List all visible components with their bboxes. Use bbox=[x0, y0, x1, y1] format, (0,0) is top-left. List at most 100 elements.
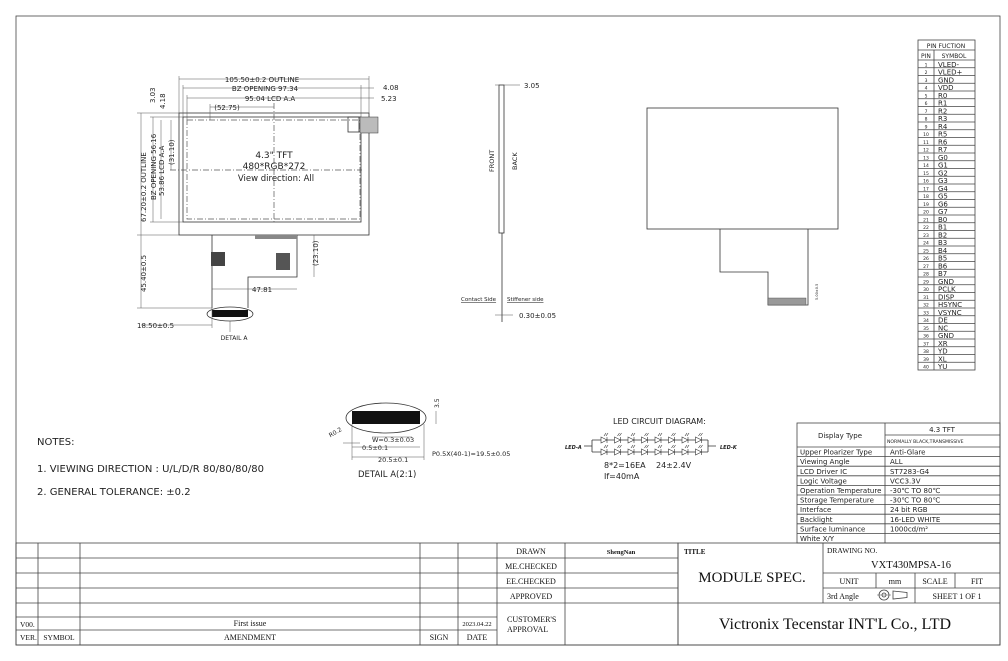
dim-fpc-length: 45.40±0.5 bbox=[140, 255, 148, 292]
detail-a-label: DETAIL A bbox=[221, 335, 249, 342]
title-label: TITLE bbox=[684, 548, 706, 556]
pin-number: 19 bbox=[923, 202, 929, 208]
pin-number: 36 bbox=[923, 334, 929, 340]
led-diode-icon bbox=[641, 432, 649, 444]
pin-symbol: B7 bbox=[938, 270, 947, 278]
pin-number: 25 bbox=[923, 248, 929, 254]
pin-symbol: DISP bbox=[938, 293, 954, 301]
pin-row: 1 VLED- bbox=[918, 61, 975, 69]
contact-side-label: Contact Side bbox=[461, 297, 497, 303]
pin-number: 40 bbox=[923, 365, 929, 371]
pin-symbol: VLED- bbox=[938, 61, 960, 69]
dim-0-5: 0.5±0.1 bbox=[362, 444, 388, 452]
ee-checked-label: EE.CHECKED bbox=[506, 577, 556, 586]
dim-5-23: 5.23 bbox=[381, 95, 397, 103]
pin-symbol: YD bbox=[937, 348, 948, 356]
pin-number: 31 bbox=[923, 295, 929, 301]
ver-header: VER. bbox=[20, 633, 37, 642]
spec-value: ST7283-G4 bbox=[890, 468, 930, 476]
spec-label: Storage Temperature bbox=[800, 497, 874, 505]
pin-number: 20 bbox=[923, 210, 929, 216]
dim-lcd-aa-width: 95.04 LCD A.A bbox=[245, 95, 296, 103]
spec-label: Upper Ploarizer Type bbox=[800, 449, 872, 457]
pin-symbol: G7 bbox=[938, 208, 948, 216]
pin-symbol: VSYNC bbox=[938, 309, 962, 317]
pin-symbol: VDD bbox=[938, 84, 954, 92]
third-angle-projection-icon bbox=[877, 589, 908, 601]
pin-number: 9 bbox=[925, 124, 928, 130]
pin-number: 29 bbox=[923, 279, 929, 285]
detail-a-2-1: R0.2 3.5 W=0.3±0.03 0.5±0.1 P0.5X(40-1)=… bbox=[328, 398, 510, 480]
amendment-header: AMENDMENT bbox=[224, 633, 276, 642]
pin-symbol: R5 bbox=[938, 131, 947, 139]
pin-row: 7 R2 bbox=[918, 107, 975, 115]
pin-number: 1 bbox=[925, 62, 928, 68]
led-diode-icon bbox=[681, 432, 690, 444]
led-diode-icon bbox=[654, 432, 663, 444]
pin-number: 10 bbox=[923, 132, 929, 138]
pin-number: 35 bbox=[923, 326, 929, 332]
dim-r0-2: R0.2 bbox=[328, 426, 344, 439]
pin-symbol: B5 bbox=[938, 255, 947, 263]
drawing-no-label: DRAWING NO. bbox=[827, 546, 877, 555]
pin-number: 27 bbox=[923, 264, 929, 270]
pin-number: 33 bbox=[923, 310, 929, 316]
drawn-value: ShengNan bbox=[607, 549, 636, 556]
pin-number: 14 bbox=[923, 163, 929, 169]
led-anode-label: LED-A bbox=[565, 445, 582, 451]
spec-label: Surface luminance bbox=[800, 525, 865, 533]
led-cathode-label: LED-K bbox=[720, 445, 738, 451]
me-checked-label: ME.CHECKED bbox=[505, 562, 557, 571]
pin-number: 16 bbox=[923, 179, 929, 185]
symbol-col-header: SYMBOL bbox=[942, 53, 967, 60]
pin-number: 23 bbox=[923, 233, 929, 239]
drawing-no: VXT430MPSA-16 bbox=[871, 560, 951, 571]
pin-symbol: PCLK bbox=[938, 286, 956, 294]
spec-value: -30℃ TO 80℃ bbox=[890, 497, 940, 505]
dim-thickness: 3.05 bbox=[524, 82, 540, 90]
pin-number: 37 bbox=[923, 341, 929, 347]
rev-date: 2023.04.22 bbox=[462, 621, 491, 628]
spec-value: 1000cd/m² bbox=[890, 525, 928, 533]
led-count: 8*2=16EA bbox=[604, 461, 646, 470]
pin-table-title: PIN FUCTION bbox=[927, 43, 965, 50]
pin-symbol: R7 bbox=[938, 146, 947, 154]
pin-symbol: GND bbox=[938, 76, 954, 84]
pin-symbol: R4 bbox=[938, 123, 948, 131]
pin-number: 7 bbox=[925, 109, 928, 115]
dim-pitch: P0.5X(40-1)=19.5±0.05 bbox=[432, 450, 510, 458]
spec-row: Operation Temperature-30℃ TO 80℃ bbox=[797, 487, 1000, 496]
pin-symbol: B2 bbox=[938, 231, 947, 239]
led-diode-icon bbox=[627, 444, 636, 456]
led-diode-icon bbox=[641, 444, 649, 456]
pin-number: 21 bbox=[923, 217, 929, 223]
customer-approval-label: APPROVAL bbox=[507, 625, 548, 634]
pin-symbol: R2 bbox=[938, 107, 947, 115]
notes: NOTES: 1. VIEWING DIRECTION : U/L/D/R 80… bbox=[37, 437, 264, 498]
pin-number: 39 bbox=[923, 357, 929, 363]
pin-symbol: G4 bbox=[938, 185, 948, 193]
led-diode-icon bbox=[695, 444, 703, 456]
dim-fpc-width: 47.81 bbox=[252, 286, 272, 294]
pin-symbol: G2 bbox=[938, 169, 948, 177]
pin-col-header: PIN bbox=[921, 53, 931, 60]
back-label: BACK bbox=[511, 152, 519, 170]
